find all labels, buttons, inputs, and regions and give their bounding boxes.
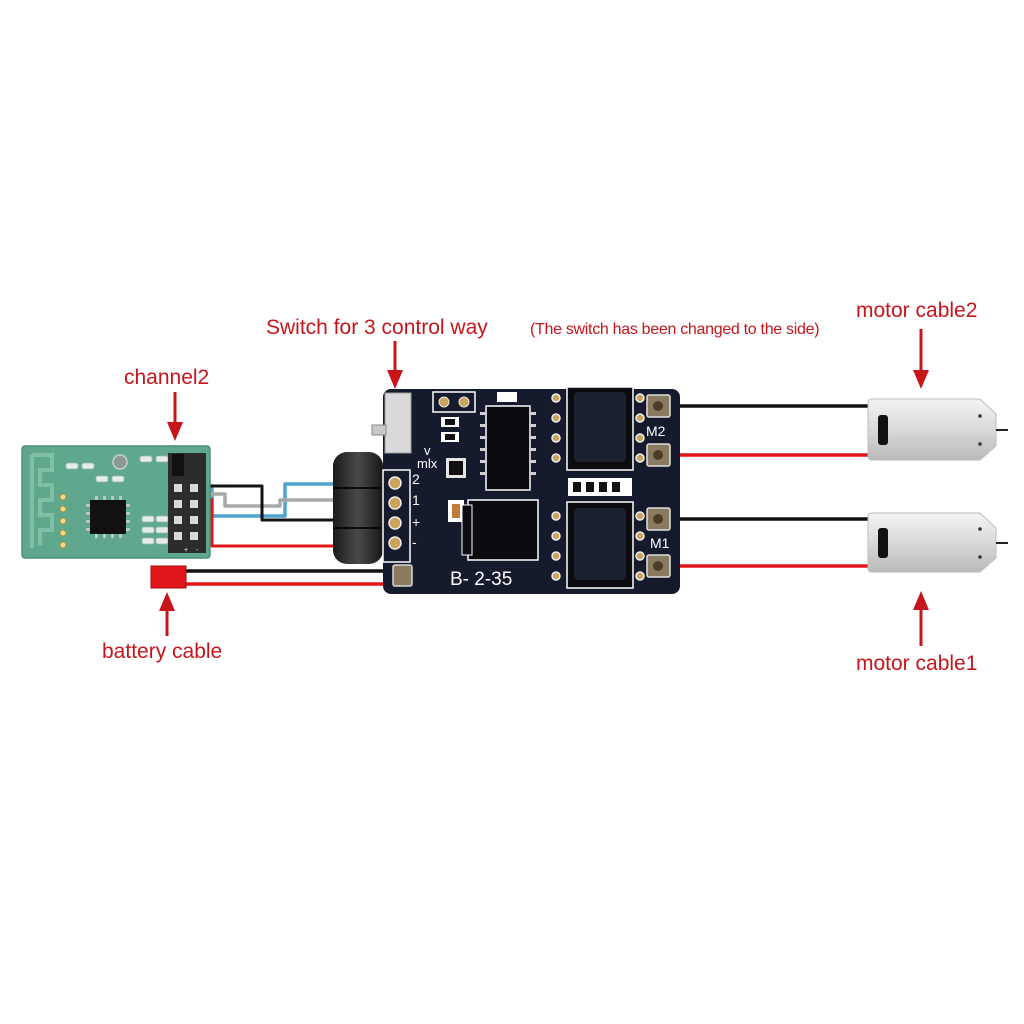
pin-label-1: 1 <box>412 492 420 508</box>
receiver-chip <box>90 500 126 534</box>
motor-pads-m2 <box>646 394 671 467</box>
switch-label: Switch for 3 control way <box>266 316 488 339</box>
pin-label-minus: - <box>412 534 417 550</box>
ferrite-choke <box>333 452 383 564</box>
switch-note: (The switch has been changed to the side… <box>530 321 820 338</box>
channel2-label: channel2 <box>124 366 210 389</box>
crystal <box>112 454 128 470</box>
arrow-switch <box>387 341 403 389</box>
pin-label-plus: + <box>412 514 420 530</box>
resistor-array <box>568 478 632 496</box>
motor-1 <box>867 512 1008 573</box>
pin-label-2: 2 <box>412 471 420 487</box>
wire-gray-ch1 <box>188 492 395 508</box>
arrow-battery <box>159 592 175 636</box>
mode-mix-label: mlx <box>417 456 438 471</box>
battery-cable-label: battery cable <box>102 640 223 663</box>
mode-v-label: v <box>424 443 431 458</box>
mode-switch <box>384 392 412 454</box>
wire-black-gnd <box>205 484 395 522</box>
antenna-trace <box>30 453 54 548</box>
battery-connector <box>150 565 187 589</box>
m2-label: M2 <box>646 423 666 439</box>
receiver-pin-plus: + <box>184 547 188 554</box>
motor-cable1-label: motor cable1 <box>856 652 978 675</box>
logic-ic <box>480 392 536 491</box>
arrow-motor1 <box>913 591 929 646</box>
receiver-pin-minus: - <box>196 547 199 554</box>
driver-board: v mlx <box>371 386 680 594</box>
motor-2 <box>867 398 1008 461</box>
motor-driver-ic-lower <box>551 501 645 589</box>
m1-label: M1 <box>650 535 670 551</box>
arrow-motor2 <box>913 329 929 389</box>
battery-pad <box>392 564 413 587</box>
voltage-regulator <box>448 499 539 561</box>
receiver-module: + - <box>21 445 211 559</box>
board-model-label: B- 2-35 <box>450 569 512 590</box>
wires <box>186 404 868 586</box>
motor-pads-m1 <box>646 507 671 578</box>
motor-cable2-label: motor cable2 <box>856 299 978 322</box>
motor-driver-ic-upper <box>551 386 645 471</box>
arrow-channel2 <box>167 392 183 441</box>
input-pins <box>382 469 411 563</box>
